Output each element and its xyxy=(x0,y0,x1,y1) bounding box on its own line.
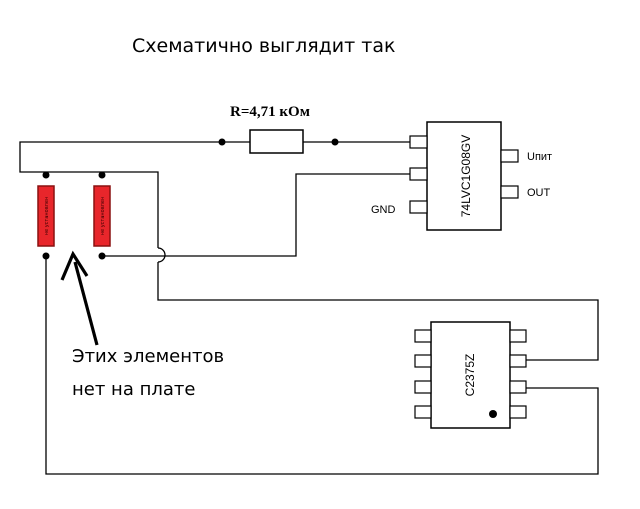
missing-parts-note-line2: нет на плате xyxy=(72,379,195,400)
arrow-shaft xyxy=(73,261,99,346)
junction-dot xyxy=(331,138,339,146)
pin-label-vcc: Uпит xyxy=(527,151,552,163)
schematic-title: Схематично выглядит так xyxy=(132,35,395,57)
wire-right-part-bottom xyxy=(102,173,410,257)
resistor-body xyxy=(249,129,304,154)
missing-part-text: не установлен xyxy=(44,197,50,235)
chip-pin xyxy=(500,185,519,199)
chip-c2375z: C2375Z xyxy=(414,321,527,429)
chip-body xyxy=(426,121,502,231)
wires xyxy=(19,141,599,475)
chip-pin xyxy=(414,329,432,343)
chip-pin xyxy=(409,200,428,214)
wire-to-bottom-chip xyxy=(157,262,599,361)
chip-pin xyxy=(509,405,527,419)
junction-dot xyxy=(98,252,106,260)
junction-dot xyxy=(42,252,50,260)
chip-body xyxy=(430,321,511,429)
chip-pin xyxy=(414,405,432,419)
junction-dot xyxy=(218,138,226,146)
wire-top-left xyxy=(19,141,222,173)
chip-74lvc1g08gv: 74LVC1G08GV Uпит OUT GND xyxy=(371,121,552,231)
chip-label: C2375Z xyxy=(463,354,477,397)
arrow-head xyxy=(60,250,89,281)
chip-pin xyxy=(509,354,527,368)
annotation-arrow xyxy=(60,250,99,346)
junction-dots xyxy=(42,138,339,260)
chip-pin xyxy=(414,354,432,368)
missing-parts-note-line1: Этих элементов xyxy=(72,346,224,367)
chip-pin xyxy=(500,149,519,163)
chip-pin xyxy=(414,380,432,394)
missing-part-text: не установлен xyxy=(100,197,106,235)
junction-dot xyxy=(42,171,50,179)
chip-pin xyxy=(409,167,428,181)
missing-part-right: не установлен xyxy=(93,185,111,247)
missing-part-left: не установлен xyxy=(37,185,55,247)
chip-pin xyxy=(509,329,527,343)
wire-left-part-bottom xyxy=(45,256,599,475)
resistor-label: R=4,71 кОм xyxy=(230,104,310,120)
pin1-marker-dot xyxy=(489,410,497,418)
chip-pin xyxy=(409,135,428,149)
chip-label: 74LVC1G08GV xyxy=(459,135,473,218)
missing-part-body xyxy=(37,185,55,247)
pin-label-out: OUT xyxy=(527,187,551,199)
missing-part-body xyxy=(93,185,111,247)
wire-right-part-top xyxy=(46,171,159,248)
junction-dot xyxy=(98,171,106,179)
wire-hop-arc xyxy=(157,247,166,263)
chip-pin xyxy=(509,380,527,394)
pin-label-gnd: GND xyxy=(371,204,396,216)
